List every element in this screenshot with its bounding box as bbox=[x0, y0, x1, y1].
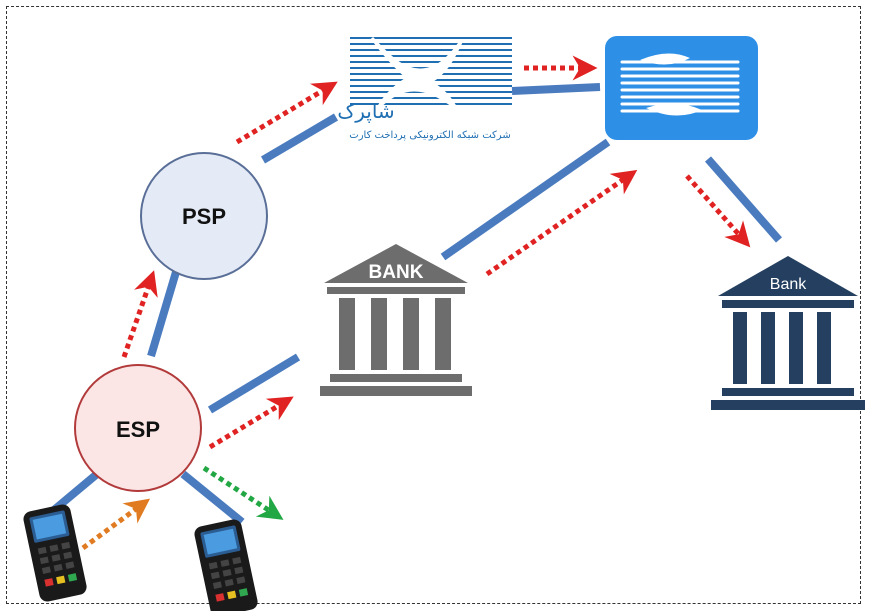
link-esp-psp bbox=[147, 270, 180, 358]
arrow-esp-to-pos bbox=[202, 465, 284, 520]
pos-terminal-icon bbox=[194, 519, 258, 611]
shaparak-caption: شاپرک bbox=[337, 99, 394, 124]
psp-label: PSP bbox=[182, 204, 226, 229]
link-psp-shaparak bbox=[260, 113, 339, 164]
psp-node: PSP bbox=[140, 152, 268, 280]
acquirer-bank-icon: BANK bbox=[320, 244, 472, 396]
link-esp-pos2 bbox=[180, 470, 245, 526]
esp-label: ESP bbox=[116, 417, 160, 442]
links bbox=[27, 83, 783, 534]
arrow-esp-to-psp bbox=[121, 270, 158, 358]
issuer-bank-icon: Bank bbox=[711, 256, 865, 410]
pos-terminal-icon bbox=[23, 504, 87, 602]
esp-node: ESP bbox=[74, 364, 202, 492]
shaparak-logo: شاپرک شرکت شبکه الکترونیکی پرداخت کارت bbox=[337, 36, 512, 141]
arrow-shetab-to-issuer bbox=[685, 174, 751, 248]
shaparak-subcaption: شرکت شبکه الکترونیکی پرداخت کارت bbox=[349, 130, 510, 141]
link-esp-bank bbox=[207, 353, 301, 414]
link-shaparak-shetab bbox=[511, 83, 601, 95]
shetab-logo bbox=[605, 36, 758, 140]
psp-circle bbox=[140, 152, 268, 280]
diagram-frame bbox=[6, 6, 861, 604]
link-shetab-issuer bbox=[704, 156, 783, 243]
arrow-pos-to-esp bbox=[81, 498, 151, 551]
esp-circle bbox=[74, 364, 202, 492]
link-bank-shetab bbox=[440, 138, 611, 261]
arrow-esp-to-bank bbox=[208, 396, 294, 450]
arrow-bank-to-shetab bbox=[485, 169, 638, 277]
acquirer-bank-label: BANK bbox=[369, 262, 424, 283]
issuer-bank-label: Bank bbox=[770, 276, 807, 293]
flow-arrows bbox=[81, 55, 751, 551]
